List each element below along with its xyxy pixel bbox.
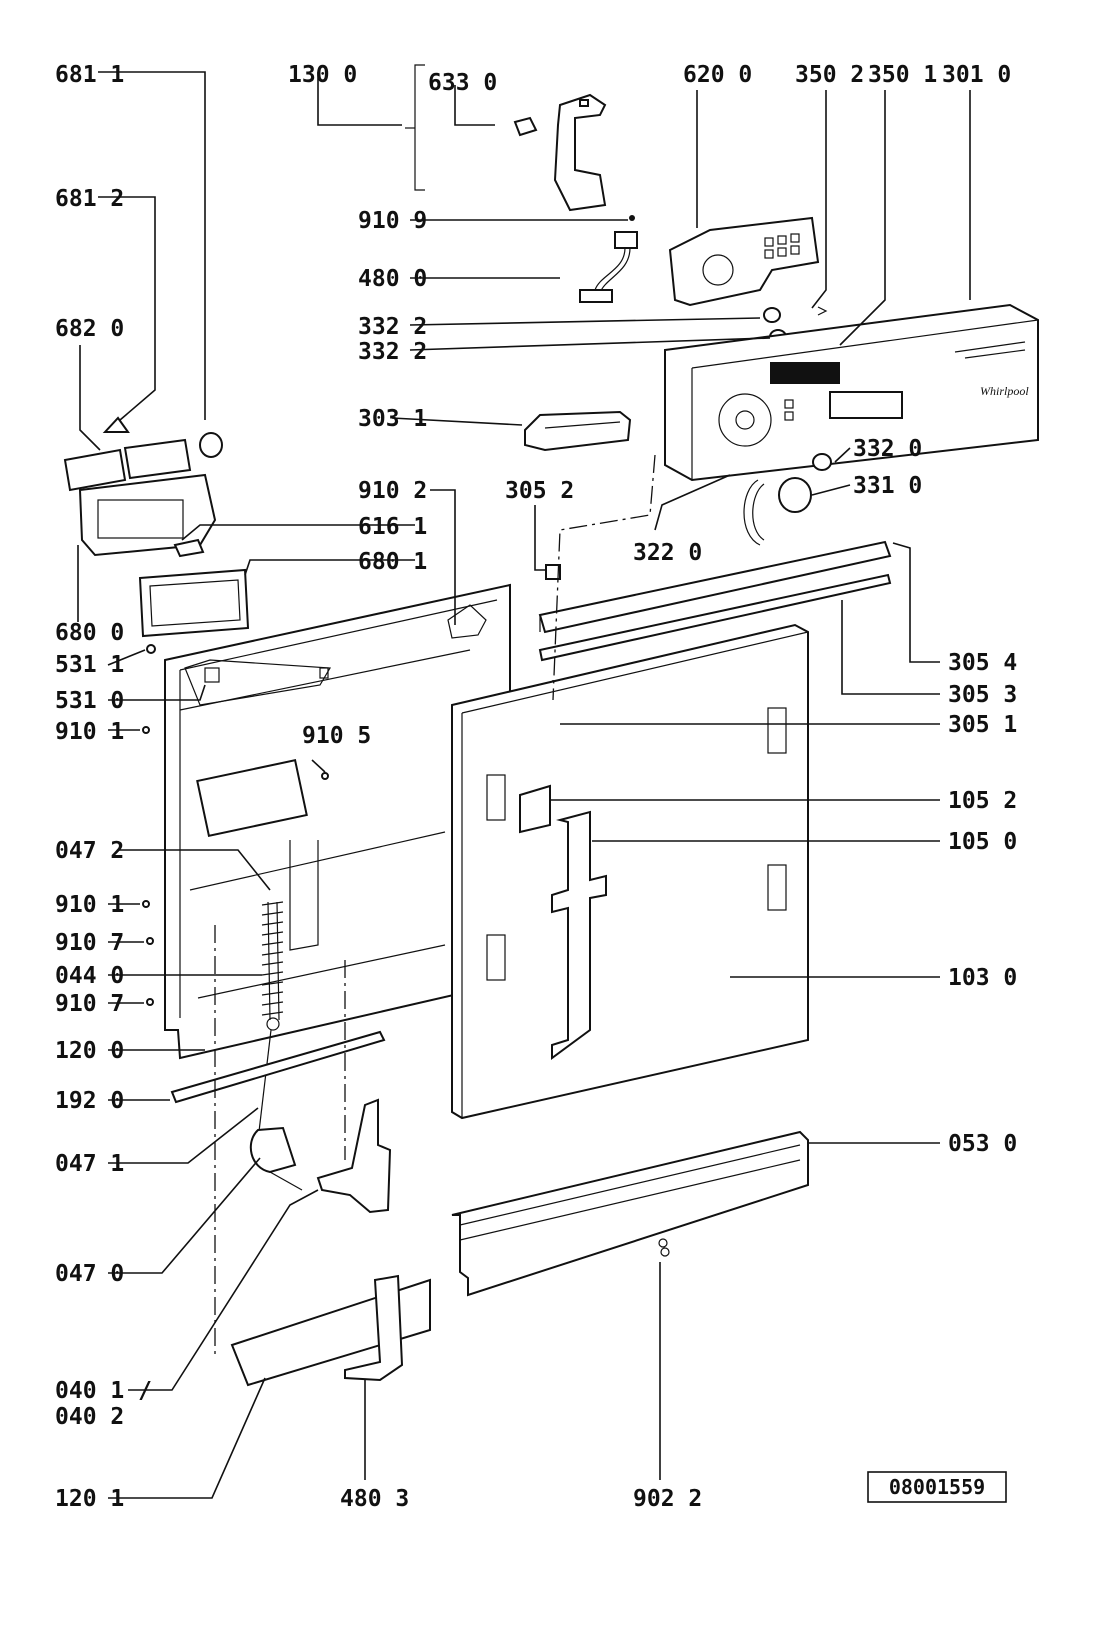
clip-350-2-drawing: [817, 306, 828, 316]
wire-harness-drawing: [579, 231, 638, 303]
label-040-1: 040 1 /: [55, 1378, 152, 1404]
label-480-0: 480 0: [358, 266, 427, 292]
label-103-0: 103 0: [948, 965, 1017, 991]
control-panel-drawing: Whirlpool: [664, 303, 1039, 482]
label-105-2: 105 2: [948, 788, 1017, 814]
label-910-7-lower: 910 7: [55, 991, 124, 1017]
label-910-2: 910 2: [358, 478, 427, 504]
label-105-0: 105 0: [948, 829, 1017, 855]
hinge-drawing: [249, 1098, 392, 1214]
knob-assembly-drawing: [743, 453, 832, 546]
label-682-0: 682 0: [55, 316, 124, 342]
screw-910-9-drawing: [629, 215, 635, 221]
label-301-0: 301 0: [942, 62, 1011, 88]
label-350-1: 350 1: [868, 62, 937, 88]
label-680-0: 680 0: [55, 620, 124, 646]
label-305-4: 305 4: [948, 650, 1017, 676]
label-303-1: 303 1: [358, 406, 427, 432]
inner-door-panel-drawing: [164, 583, 511, 1060]
door-strip-drawing: [170, 1030, 386, 1104]
label-305-1: 305 1: [948, 712, 1017, 738]
drawing-reference-box: 08001559: [867, 1471, 1007, 1503]
control-board-drawing: [668, 216, 820, 307]
label-044-0: 044 0: [55, 963, 124, 989]
label-616-1: 616 1: [358, 514, 427, 540]
label-681-2: 681 2: [55, 186, 124, 212]
label-910-9: 910 9: [358, 208, 427, 234]
label-910-1-upper: 910 1: [55, 719, 124, 745]
toe-panel-drawing: [230, 1274, 431, 1387]
label-332-0: 332 0: [853, 436, 922, 462]
label-305-2: 305 2: [505, 478, 574, 504]
label-305-3: 305 3: [948, 682, 1017, 708]
panel-screws-drawing: [142, 644, 329, 1006]
label-332-2-upper: 332 2: [358, 314, 427, 340]
label-053-0: 053 0: [948, 1131, 1017, 1157]
label-531-0: 531 0: [55, 688, 124, 714]
detergent-dispenser-drawing: [63, 438, 250, 638]
label-910-7-upper: 910 7: [55, 930, 124, 956]
label-047-1: 047 1: [55, 1151, 124, 1177]
label-331-0: 331 0: [853, 473, 922, 499]
label-120-0: 120 0: [55, 1038, 124, 1064]
label-910-5: 910 5: [302, 723, 371, 749]
label-130-0: 130 0: [288, 62, 357, 88]
front-door-panel-drawing: [451, 623, 809, 1120]
alignment-lines: [214, 454, 656, 1355]
label-192-0: 192 0: [55, 1088, 124, 1114]
label-480-3: 480 3: [340, 1486, 409, 1512]
kick-plate-channel-drawing: [451, 1130, 809, 1297]
door-spring-drawing: [257, 901, 284, 1141]
label-047-2: 047 2: [55, 838, 124, 864]
leader-lines: [77, 71, 971, 1499]
brand-mark: Whirlpool: [980, 384, 1029, 398]
label-322-0: 322 0: [633, 540, 702, 566]
label-633-0: 633 0: [428, 70, 497, 96]
door-lock-assembly-drawing: [405, 64, 607, 212]
label-910-1-lower: 910 1: [55, 892, 124, 918]
label-680-1: 680 1: [358, 549, 427, 575]
dispenser-parts-drawing: [102, 416, 223, 458]
part-labels: 681 1 130 0 633 0 620 0 350 2 350 1 301 …: [55, 62, 1017, 1512]
label-040-2: 040 2: [55, 1404, 124, 1430]
label-902-2: 902 2: [633, 1486, 702, 1512]
label-332-2-lower: 332 2: [358, 339, 427, 365]
label-531-1: 531 1: [55, 652, 124, 678]
label-350-2: 350 2: [795, 62, 864, 88]
label-120-1: 120 1: [55, 1486, 124, 1512]
drawing-reference-number: 08001559: [889, 1475, 985, 1499]
label-047-0: 047 0: [55, 1261, 124, 1287]
label-681-1: 681 1: [55, 62, 124, 88]
top-rails-drawing: [538, 540, 892, 662]
label-620-0: 620 0: [683, 62, 752, 88]
indicator-bar-drawing: [524, 410, 632, 452]
